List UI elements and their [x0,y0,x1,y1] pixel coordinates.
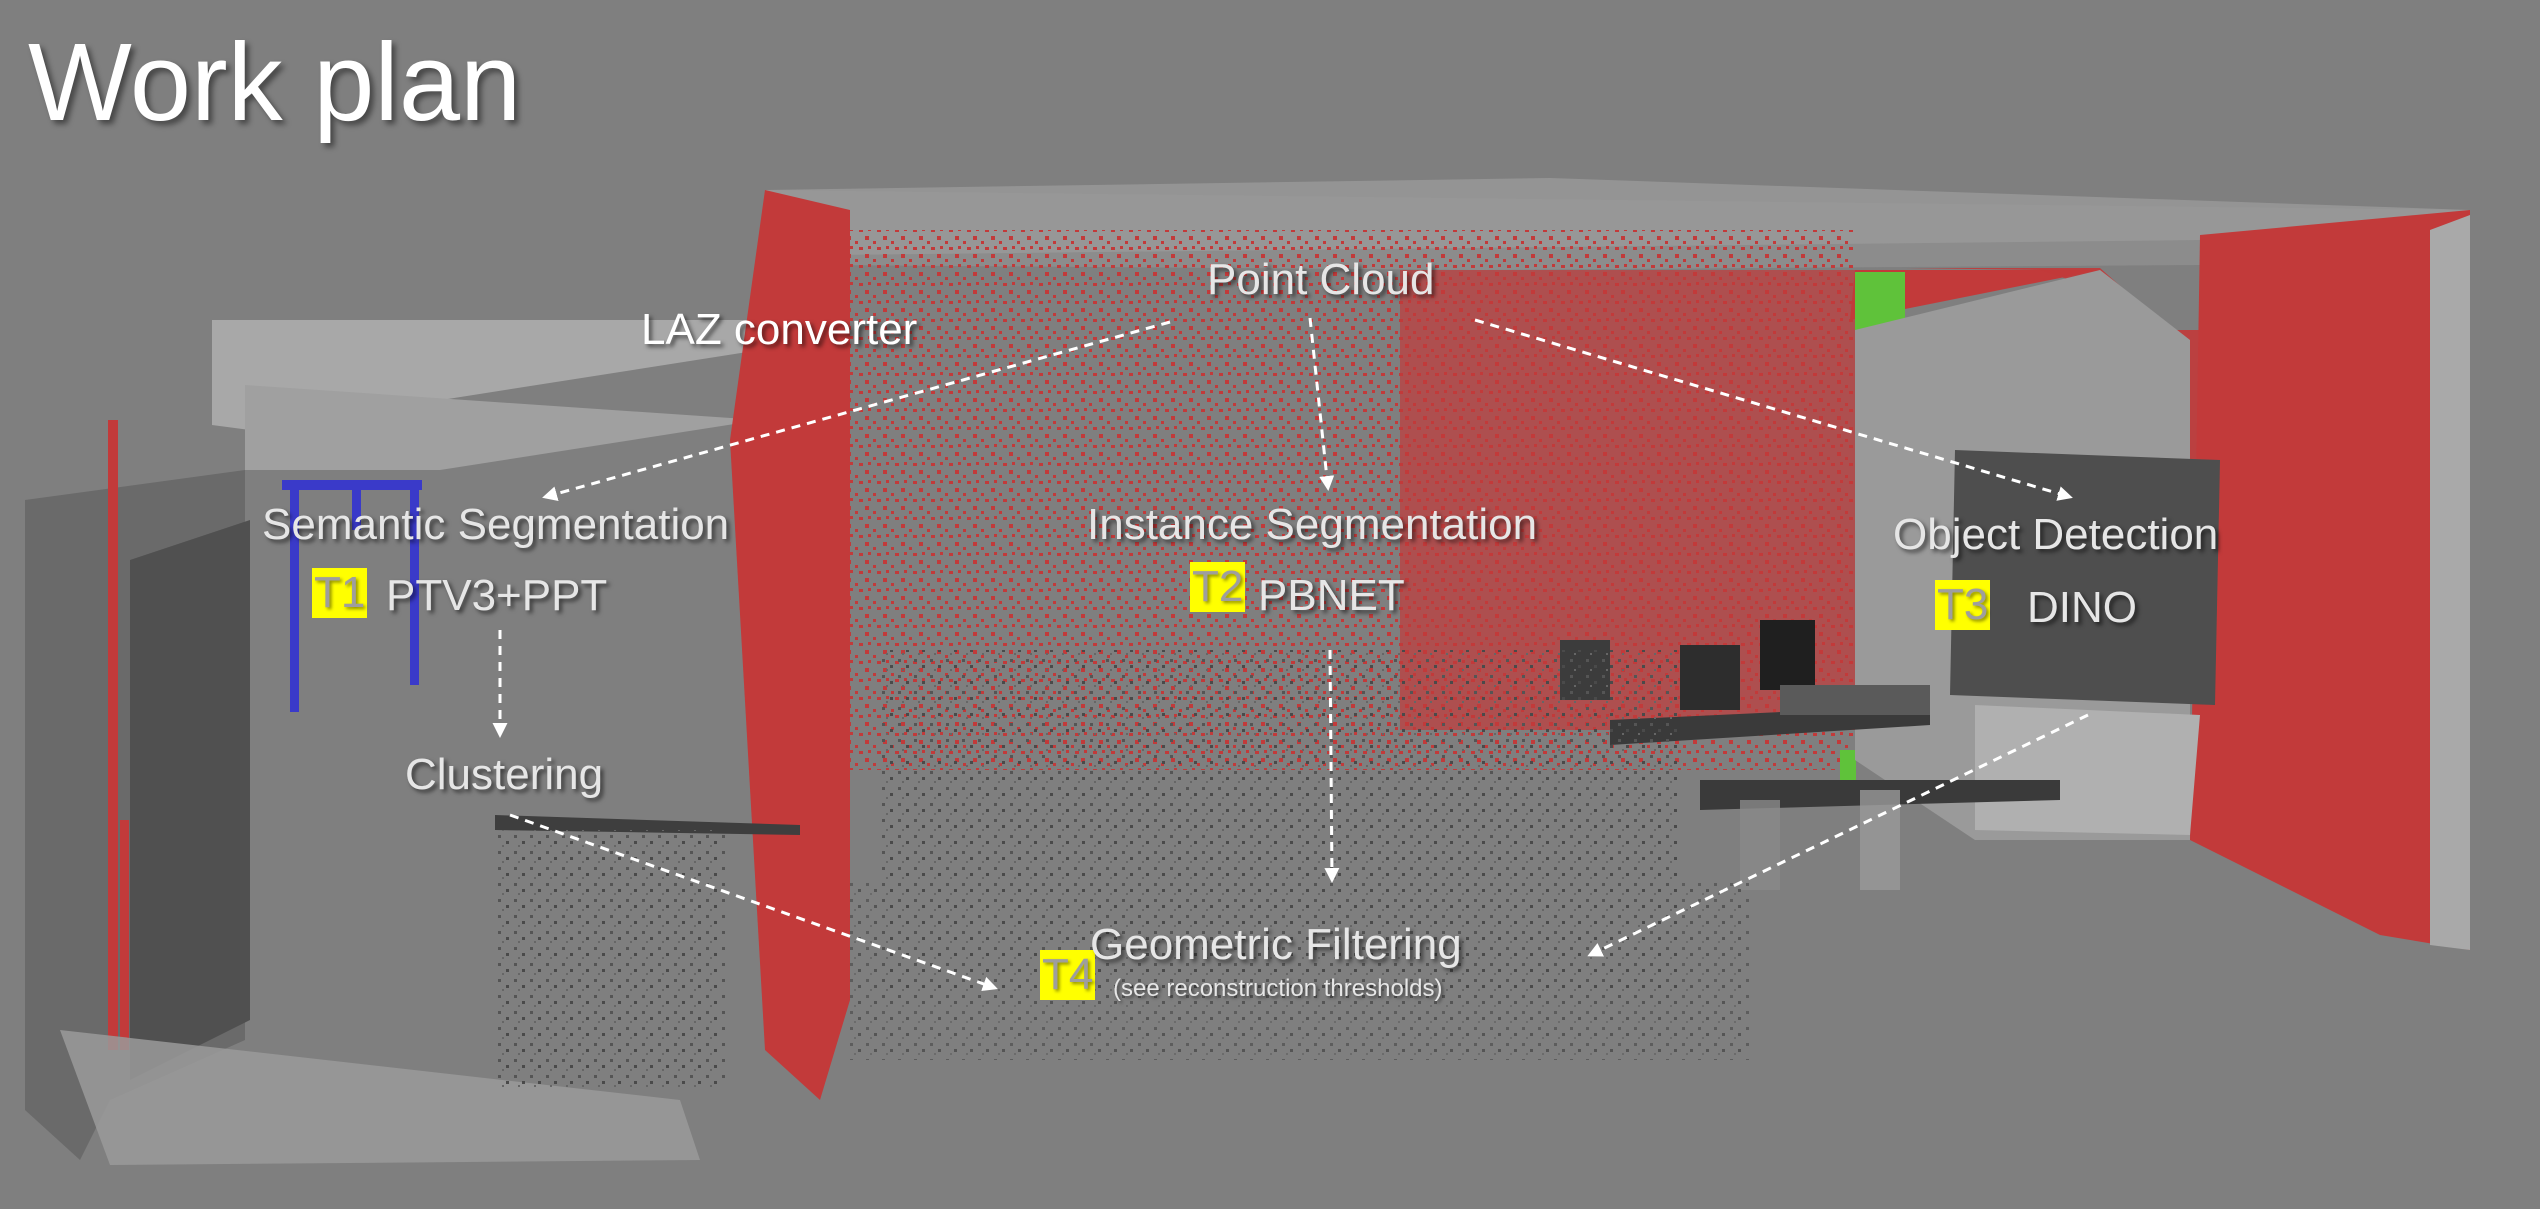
right-wall-edge [2430,215,2470,950]
monitor-1 [1680,645,1740,710]
point-cloud-label: Point Cloud [1207,255,1435,304]
chair-1 [1860,790,1900,890]
task-badge-t2: T2 [1190,562,1246,612]
geometric-filtering-label: Geometric Filtering [1090,920,1462,969]
arrows [492,317,2089,992]
task-badge-t1: T1 [312,568,368,618]
arrow-pointcloud-to-detection [1474,318,2073,501]
task-badge-t3: T3 [1935,580,1991,630]
blue-door-right [410,480,419,685]
arrow-pointcloud-to-semantic [542,320,1171,501]
geometric-filtering-note: (see reconstruction thresholds) [1113,975,1443,1002]
left-room-wall-red [108,420,118,1050]
t3-method-label: DINO [2027,583,2137,632]
arrow-pointcloud-to-instance [1308,317,1335,491]
t1-method-label: PTV3+PPT [386,571,608,620]
chair-2 [1740,800,1780,890]
arrow-instance-to-filtering [1324,649,1340,883]
object-detection-label: Object Detection [1893,510,2219,559]
red-wall-right-fill [1850,270,2100,320]
clustering-label: Clustering [405,750,604,799]
middle-floor [850,880,1750,1060]
left-floor [60,1030,700,1165]
left-room-inner [130,520,250,1080]
whiteboard [1950,450,2220,705]
instance-segmentation-label: Instance Segmentation [1087,500,1538,549]
blue-door-left [290,480,299,712]
right-cabinet [1975,705,2200,835]
left-room-wall-red-2 [120,820,129,1050]
printer [1780,685,1930,715]
arrow-clustering-to-filtering [509,813,998,992]
t2-method-label: PBNET [1258,571,1405,620]
task-badge-t4: T4 [1040,950,1096,1000]
red-wall-left [730,190,850,1100]
semantic-segmentation-label: Semantic Segmentation [262,500,730,549]
left-table-body [495,830,725,1090]
left-room-ledge [245,385,760,470]
blue-door-mid [352,480,361,530]
arrow-detection-to-filtering [1587,713,2089,957]
monitor-2 [1760,620,1815,690]
laz-converter-label: LAZ converter [641,305,918,354]
page-title: Work plan [28,21,522,144]
red-wall-right [2190,210,2470,950]
